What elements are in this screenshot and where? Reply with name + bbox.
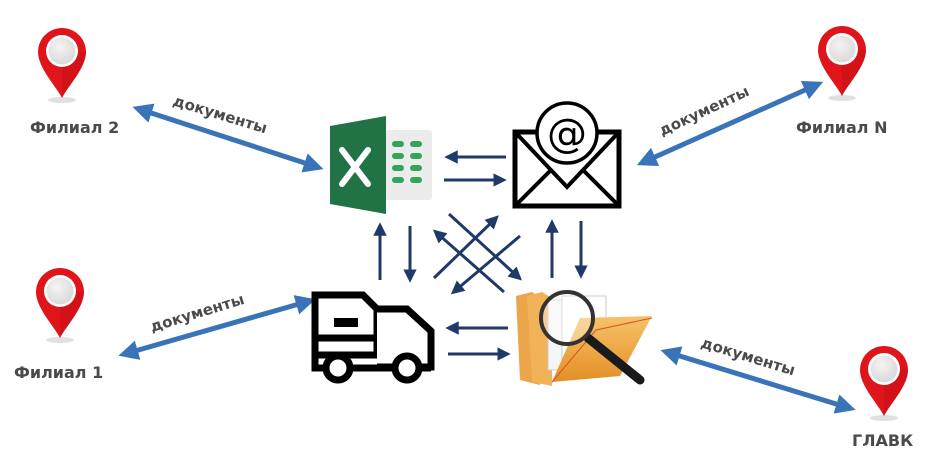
branch-1-pin-icon: [36, 268, 84, 343]
branch-n-pin-icon: [818, 26, 866, 101]
delivery-truck-icon: [311, 291, 435, 384]
branch-1-delivery-arrow: [118, 295, 316, 360]
branch-1-label: Филиал 1: [14, 363, 103, 382]
branch-2-label: Филиал 2: [30, 118, 119, 137]
hq-edge-label: документы: [699, 334, 797, 380]
excel-icon: [330, 116, 432, 214]
branch-2-edge-label: документы: [171, 92, 269, 138]
excel-to-archive-arrow: [447, 212, 522, 281]
branch-n-edge-label: документы: [656, 82, 752, 139]
branch-2-pin-icon: [38, 28, 86, 103]
branch-n-email-arrow: [636, 80, 824, 167]
email-to-delivery-arrow-diag: [432, 229, 505, 294]
hq-label: ГЛАВК: [852, 431, 913, 450]
hub-connector-arrows: [373, 150, 588, 361]
hq-pin-icon: [860, 346, 908, 421]
email-envelope-icon: @: [512, 101, 622, 209]
delivery-to-email-arrow: [432, 215, 499, 280]
hq-archive-arrow: [660, 346, 856, 414]
branch-2-excel-arrow: [132, 103, 324, 173]
branch-1-edge-label: документы: [148, 290, 246, 336]
folder-search-icon: [516, 290, 653, 386]
branch-n-label: Филиал N: [796, 118, 887, 137]
archive-to-delivery-arrow-diag: [450, 234, 521, 295]
svg-text:@: @: [547, 111, 587, 157]
